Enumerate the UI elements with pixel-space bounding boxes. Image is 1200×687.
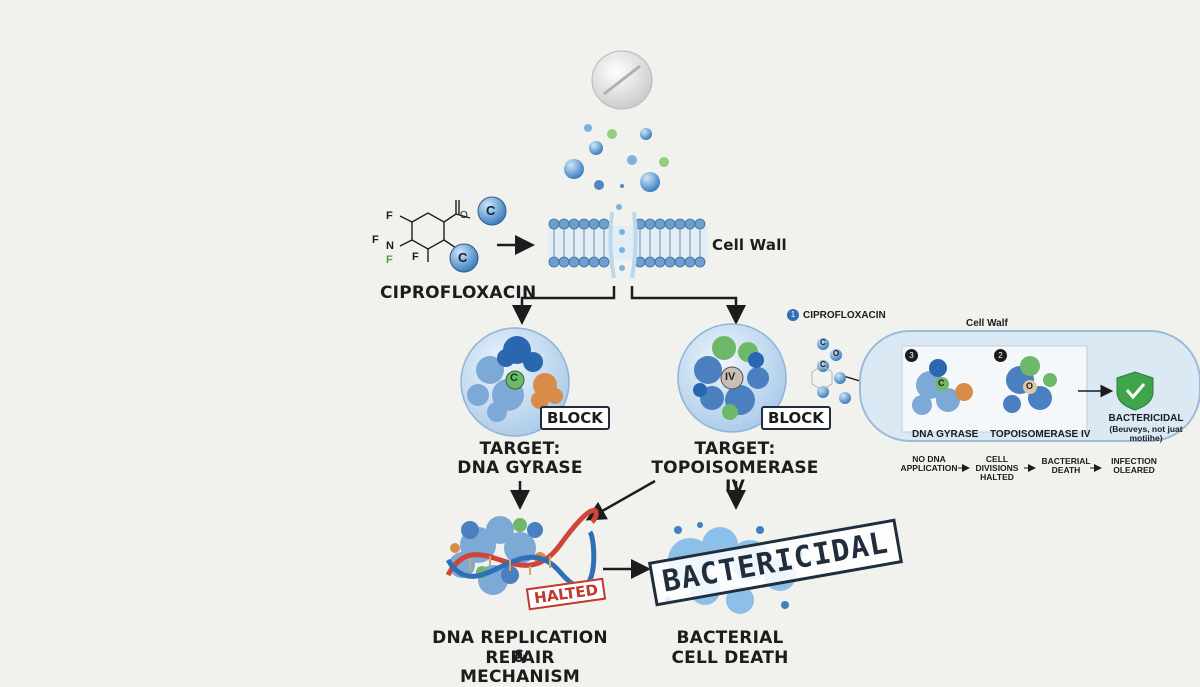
inset-step-b: 2 bbox=[994, 349, 1007, 362]
inset-flow-4: INFECTION OLEARED bbox=[1111, 456, 1157, 475]
inset-gyrase-label: DNA GYRASE bbox=[912, 429, 979, 440]
summary-inset-panel bbox=[811, 330, 1200, 472]
inset-mol-c2: C bbox=[820, 360, 826, 369]
target-gyrase-line1: TARGET: bbox=[479, 439, 561, 459]
cell-wall-label: Cell Wall bbox=[712, 236, 787, 254]
ciprofloxacin-structure bbox=[399, 200, 471, 262]
atom-label-f2: F bbox=[372, 234, 379, 246]
falling-molecules bbox=[564, 124, 669, 192]
inset-step-a: 3 bbox=[905, 349, 918, 362]
inset-result-note: (Beuveys, not juat motiihe) bbox=[1109, 424, 1183, 443]
inset-flow-3: BACTERIAL DEATH bbox=[1041, 456, 1091, 475]
inset-result-label: BACTERICIDAL bbox=[1108, 413, 1184, 424]
replication-line2: REPAIR MECHANISM bbox=[460, 648, 580, 687]
inset-mol-c1: C bbox=[820, 338, 826, 347]
cell-wall-membrane bbox=[548, 204, 708, 279]
block-stamp-gyrase: BLOCK bbox=[540, 406, 610, 430]
inset-flow-1: NO DNA APPLICATION bbox=[900, 454, 958, 473]
inset-gyrase-letter: C bbox=[938, 378, 945, 388]
topo-letter: IV bbox=[725, 371, 736, 383]
target-topo-line2: TOPOISOMERASE IV bbox=[651, 458, 819, 498]
atom-label-f4: F bbox=[386, 254, 393, 266]
pill-icon bbox=[591, 50, 653, 110]
death-line2: CELL DEATH bbox=[671, 648, 789, 668]
inset-drug-label: CIPROFLOXACIN bbox=[803, 310, 886, 321]
inset-topo-letter: O bbox=[1026, 381, 1034, 391]
topoisomerase-protein bbox=[677, 323, 787, 433]
inset-topo-label: TOPOISOMERASE IV bbox=[990, 429, 1091, 440]
atom-label-f1: F bbox=[386, 210, 393, 222]
inset-step1-badge: 1 bbox=[787, 309, 799, 321]
inset-flow-2: CELL DIVISIONS HALTED bbox=[975, 454, 1019, 482]
drug-name-label: CIPROFLOXACIN bbox=[380, 283, 537, 303]
target-gyrase-line2: DNA GYRASE bbox=[457, 458, 583, 478]
dna-helix-cluster bbox=[445, 507, 599, 595]
replication-line1: DNA REPLICATION & bbox=[432, 628, 608, 668]
atom-label-o: O bbox=[460, 210, 468, 221]
inset-cell-wall-label: Cell Walf bbox=[966, 318, 1008, 329]
atom-label-f3: F bbox=[412, 251, 419, 263]
inset-mol-o: O bbox=[833, 349, 840, 358]
gyrase-letter: C bbox=[510, 372, 518, 384]
molecule-letter-1: C bbox=[486, 203, 496, 218]
molecule-letter-2: C bbox=[458, 250, 468, 265]
drug-molecule-balls bbox=[449, 196, 507, 273]
atom-label-n: N bbox=[386, 240, 394, 252]
death-line1: BACTERIAL bbox=[676, 628, 784, 648]
target-topo-line1: TARGET: bbox=[694, 439, 776, 459]
block-stamp-topo: BLOCK bbox=[761, 406, 831, 430]
